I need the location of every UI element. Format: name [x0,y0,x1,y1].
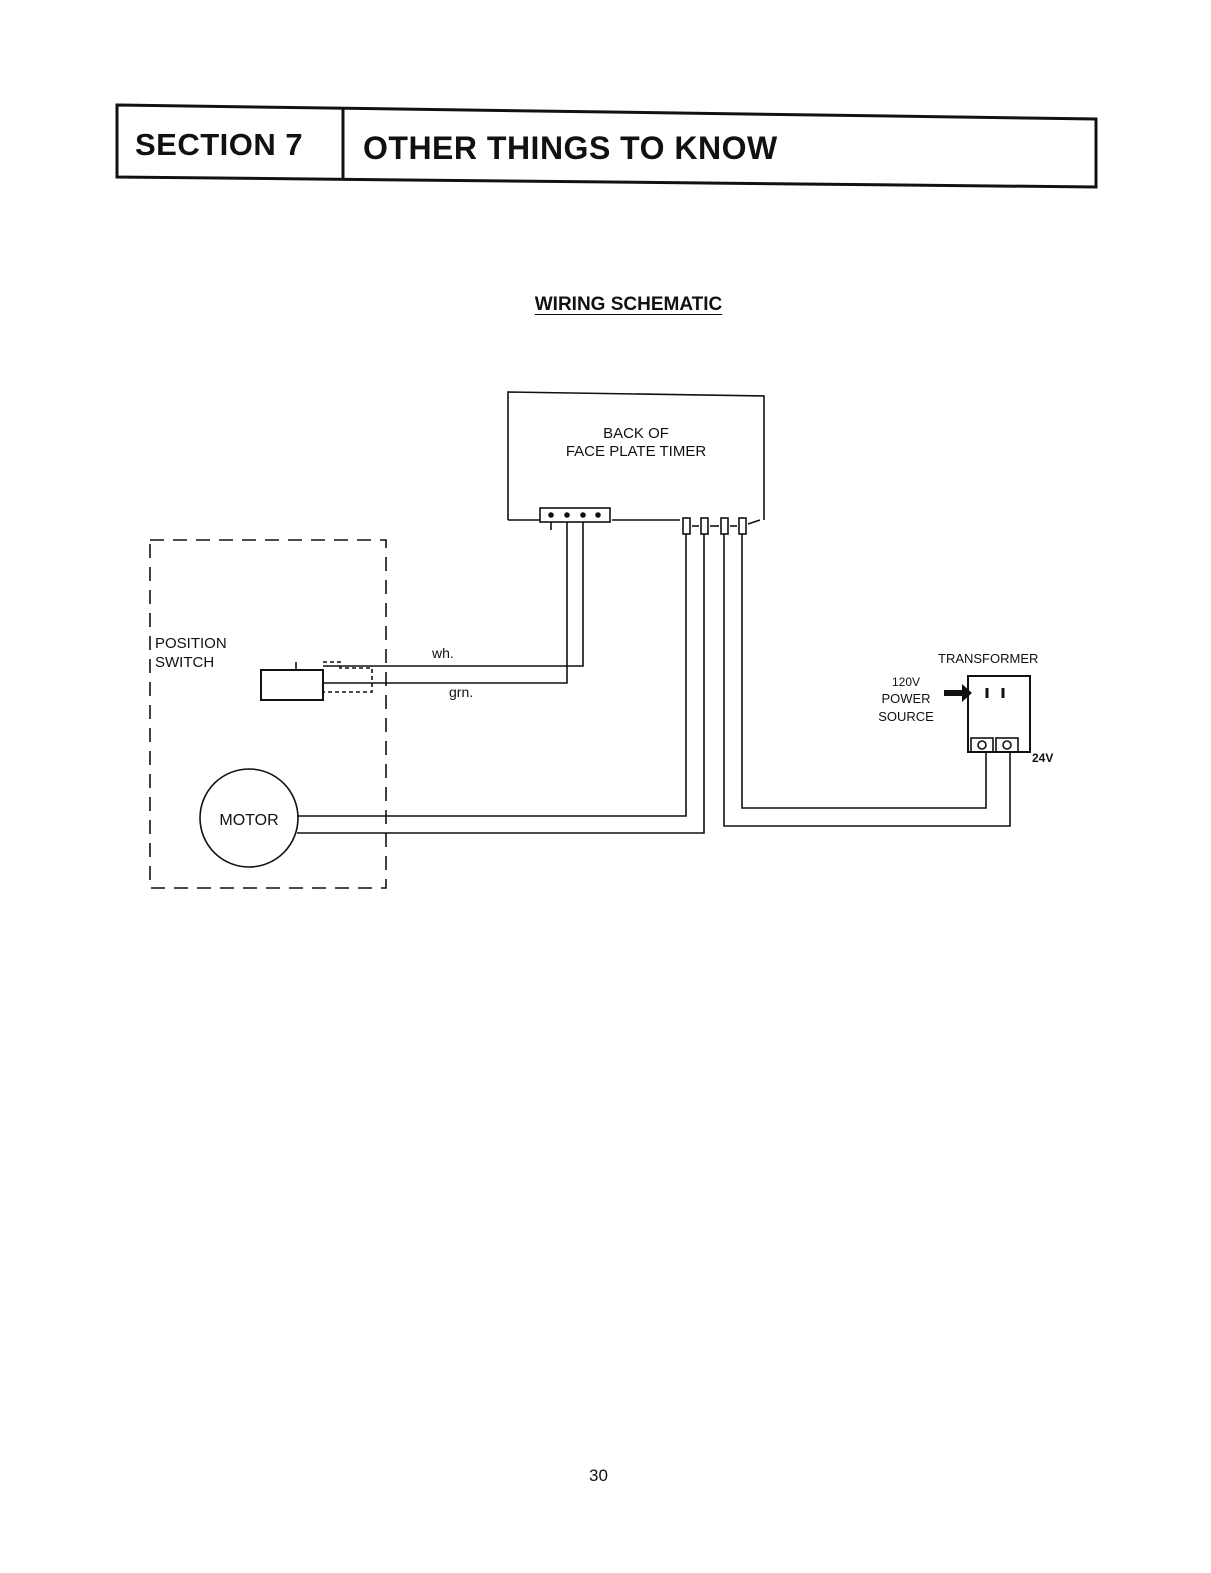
page-number: 30 [0,1466,1211,1486]
enclosure-boundary [150,540,386,888]
position-switch-body [261,670,323,700]
motor-label: MOTOR [219,812,278,829]
timer-spade-connectors [683,518,760,534]
motor-wire-1 [297,534,686,816]
power-label-2: POWER [881,691,930,706]
transformer-body [968,676,1030,752]
output-voltage-label: 24V [1032,751,1053,765]
position-switch-label-1: POSITION [155,635,227,652]
power-label-3: SOURCE [878,709,934,724]
wire-green-label: grn. [449,684,473,700]
timer-label-2: FACE PLATE TIMER [566,443,706,460]
position-switch-label-2: SWITCH [155,654,214,671]
power-label-1: 120V [892,675,920,689]
transformer-label: TRANSFORMER [938,651,1038,666]
wire-white-label: wh. [431,645,454,661]
page-number-text: 30 [589,1466,608,1485]
transformer-wire-2 [742,534,986,808]
timer-label-1: BACK OF [603,425,669,442]
